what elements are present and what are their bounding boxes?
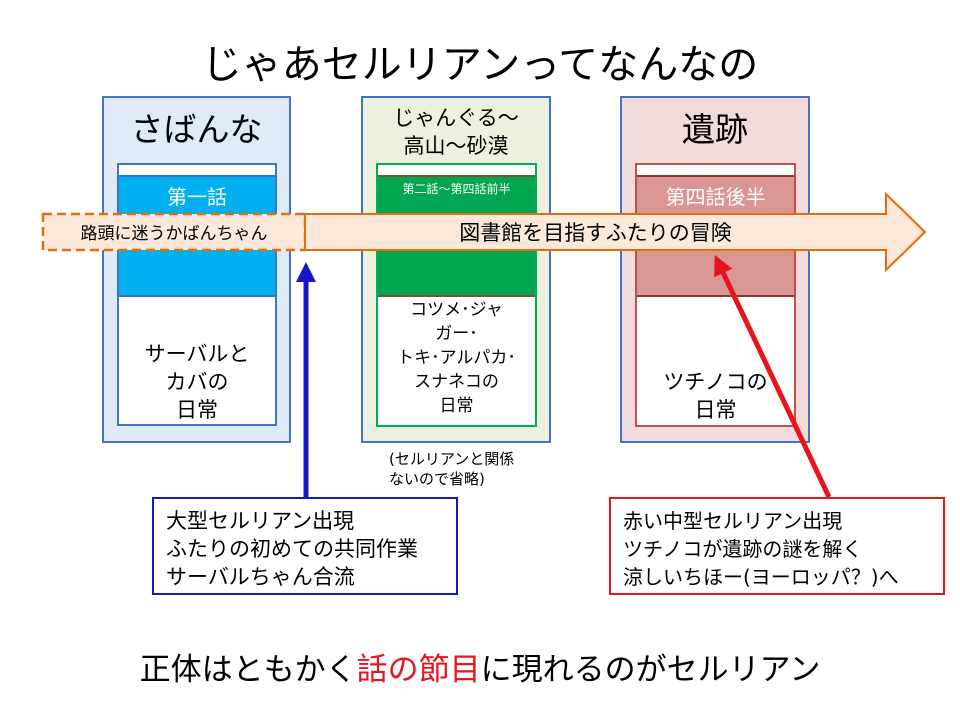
conclusion-post: に現れるのがセルリアン <box>480 652 821 688</box>
episode-label-ruins: 第四話後半 <box>665 185 766 209</box>
callout-line: 大型セルリアン出現 <box>166 509 355 533</box>
jungle-omit-note: (セルリアンと関係 ないので省略) <box>389 449 514 489</box>
daily-line: コツメ･ジャ <box>410 300 503 320</box>
callout-red: 赤い中型セルリアン出現 ツチノコが遺跡の謎を解く 涼しいちほー(ヨーロッパ？)へ <box>609 497 945 595</box>
slide-title: じゃあセルリアンってなんなの <box>201 42 759 88</box>
panel-jungle-title-line: じゃんぐる～ <box>393 106 519 130</box>
panel-jungle-title-line: 高山～砂漠 <box>403 134 509 158</box>
lost-label: 路頭に迷うかばんちゃん <box>80 224 268 244</box>
note-line: ないので省略) <box>389 470 485 488</box>
panel-savanna-title: さばんな <box>130 110 263 149</box>
daily-line: 日常 <box>439 396 474 416</box>
daily-text-jungle: コツメ･ジャ ガー･ トキ･アルパカ･ スナネコの 日常 <box>376 298 537 418</box>
callout-blue: 大型セルリアン出現 ふたりの初めての共同作業 サーバルちゃん合流 <box>152 497 458 595</box>
panel-jungle-title: じゃんぐる～ 高山～砂漠 <box>361 104 551 160</box>
daily-line: ガー･ <box>435 324 478 344</box>
episode-label-savanna: 第一話 <box>167 185 227 209</box>
callout-line: サーバルちゃん合流 <box>166 565 355 589</box>
daily-line: 日常 <box>694 398 737 422</box>
daily-line: トキ･アルパカ･ <box>397 348 516 368</box>
callout-line: ふたりの初めての共同作業 <box>166 537 418 561</box>
episode-label-jungle: 第二話～第四話前半 <box>402 182 511 196</box>
daily-text-savanna: サーバルと カバの 日常 <box>117 340 277 424</box>
note-line: (セルリアンと関係 <box>389 450 515 468</box>
conclusion-text: 正体はともかく話の節目に現れるのがセルリアン <box>0 644 960 689</box>
adventure-label: 図書館を目指すふたりの冒険 <box>459 221 732 245</box>
daily-line: サーバルと <box>144 342 250 366</box>
callout-line: 涼しいちほー(ヨーロッパ？)へ <box>623 565 899 589</box>
conclusion-highlight: 話の節目 <box>356 652 481 688</box>
red-connector-line <box>714 254 832 499</box>
adventure-arrow-shape <box>304 191 927 273</box>
callout-line: 赤い中型セルリアン出現 <box>623 509 843 533</box>
conclusion-pre: 正体はともかく <box>139 652 357 688</box>
daily-line: スナネコの <box>414 372 499 392</box>
daily-line: ツチノコの <box>663 370 768 394</box>
callout-line: ツチノコが遺跡の謎を解く <box>623 537 863 561</box>
daily-line: 日常 <box>176 398 218 422</box>
daily-line: カバの <box>165 370 229 394</box>
panel-ruins-title: 遺跡 <box>682 110 748 149</box>
daily-text-ruins: ツチノコの 日常 <box>635 368 796 424</box>
